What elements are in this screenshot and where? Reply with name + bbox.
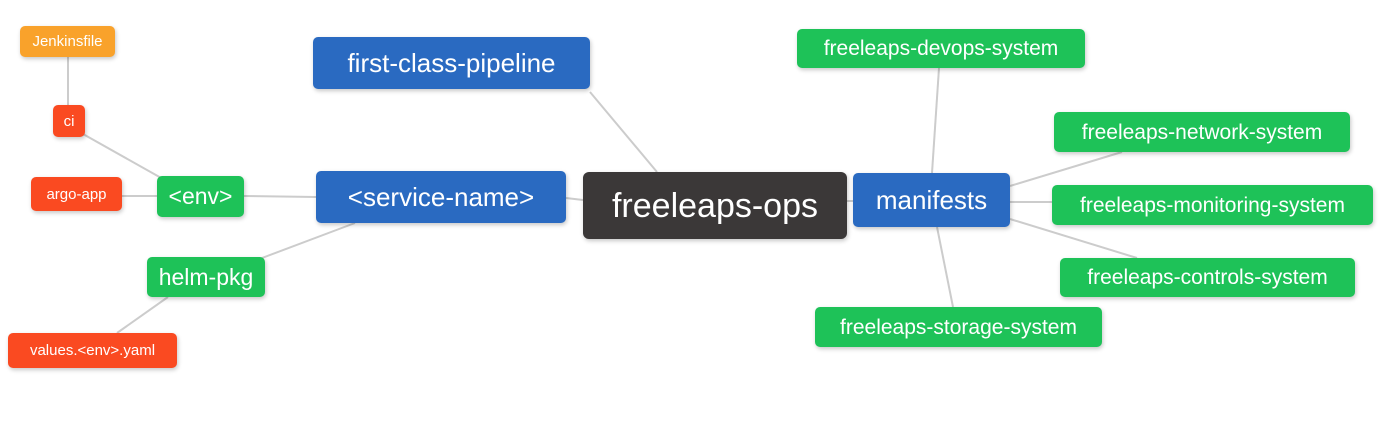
- node-values-env-yaml[interactable]: values.<env>.yaml: [8, 333, 177, 368]
- node-freeleaps-network-system[interactable]: freeleaps-network-system: [1054, 112, 1350, 152]
- edge-manifests-storage: [936, 226, 954, 308]
- node-ci[interactable]: ci: [53, 105, 85, 137]
- node-env[interactable]: <env>: [157, 176, 244, 217]
- edge-manifests-controls: [1009, 218, 1138, 259]
- node-freeleaps-monitoring-system[interactable]: freeleaps-monitoring-system: [1052, 185, 1373, 225]
- edge-service-name-helm-pkg: [261, 222, 356, 259]
- node-freeleaps-ops-root[interactable]: freeleaps-ops: [583, 172, 847, 239]
- edge-env-ci: [82, 133, 164, 180]
- edge-helm-pkg-values: [116, 296, 169, 334]
- node-manifests[interactable]: manifests: [853, 173, 1010, 227]
- node-argo-app[interactable]: argo-app: [31, 177, 122, 211]
- edge-root-first-class-pipeline: [589, 91, 658, 173]
- node-first-class-pipeline[interactable]: first-class-pipeline: [313, 37, 590, 89]
- node-freeleaps-storage-system[interactable]: freeleaps-storage-system: [815, 307, 1102, 347]
- node-jenkinsfile[interactable]: Jenkinsfile: [20, 26, 115, 57]
- edge-service-name-env: [243, 195, 317, 198]
- edge-manifests-devops: [931, 67, 940, 174]
- node-freeleaps-devops-system[interactable]: freeleaps-devops-system: [797, 29, 1085, 68]
- node-service-name[interactable]: <service-name>: [316, 171, 566, 223]
- edge-manifests-network: [1009, 151, 1123, 187]
- edge-root-service-name: [565, 197, 584, 201]
- node-freeleaps-controls-system[interactable]: freeleaps-controls-system: [1060, 258, 1355, 297]
- node-helm-pkg[interactable]: helm-pkg: [147, 257, 265, 297]
